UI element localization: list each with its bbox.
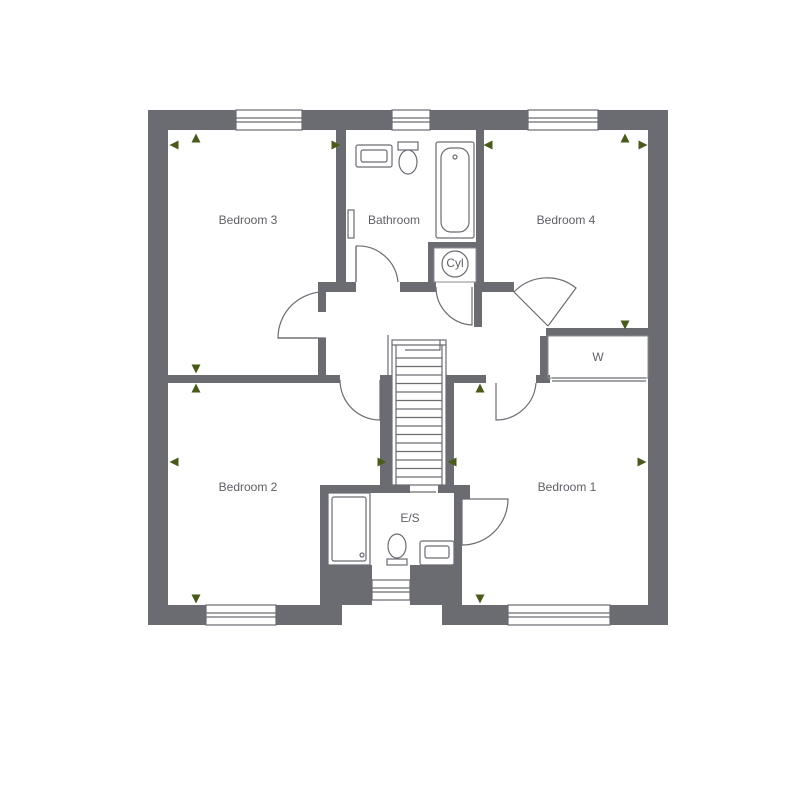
wardrobe bbox=[547, 335, 649, 382]
dimension-marker-icon bbox=[169, 457, 179, 467]
window-bedroom4 bbox=[527, 109, 599, 131]
dimension-marker-icon bbox=[191, 133, 201, 143]
bathroom-fixtures bbox=[347, 141, 475, 239]
windows bbox=[205, 109, 611, 626]
dimension-marker-icon bbox=[638, 140, 648, 150]
dimension-marker-icon bbox=[447, 457, 457, 467]
dimension-marker-icon bbox=[637, 457, 647, 467]
dimension-marker-icon bbox=[191, 594, 201, 604]
room-label-wardrobe: W bbox=[592, 350, 604, 364]
room-label-bedroom1: Bedroom 1 bbox=[538, 480, 597, 494]
dimension-marker-icon bbox=[169, 140, 179, 150]
towel-rail-icon bbox=[347, 209, 355, 239]
doors bbox=[277, 245, 577, 546]
window-bedroom2 bbox=[205, 604, 277, 626]
room-label-bathroom: Bathroom bbox=[368, 213, 420, 227]
room-label-cylinder: Cyl bbox=[446, 256, 463, 270]
cylinder-icon bbox=[441, 250, 469, 278]
room-label-bedroom3: Bedroom 3 bbox=[219, 213, 278, 227]
dimension-marker-icon bbox=[331, 140, 341, 150]
room-label-ensuite: E/S bbox=[400, 511, 419, 525]
window-bedroom3 bbox=[235, 109, 303, 131]
dimension-marker-icon bbox=[475, 383, 485, 393]
room-label-bedroom2: Bedroom 2 bbox=[219, 480, 278, 494]
dimension-markers bbox=[169, 133, 648, 604]
outer-walls bbox=[148, 110, 668, 625]
window-bathroom bbox=[391, 109, 431, 131]
dimension-marker-icon bbox=[377, 457, 387, 467]
window-ensuite bbox=[371, 579, 411, 601]
toilet-icon bbox=[397, 141, 419, 151]
room-label-bedroom4: Bedroom 4 bbox=[537, 213, 596, 227]
inner-walls bbox=[168, 130, 648, 499]
ensuite-fixtures bbox=[327, 492, 455, 566]
window-bedroom1 bbox=[507, 604, 611, 626]
toilet-icon bbox=[386, 558, 408, 566]
dimension-marker-icon bbox=[483, 140, 493, 150]
dimension-marker-icon bbox=[191, 364, 201, 374]
dimension-marker-icon bbox=[475, 594, 485, 604]
dimension-marker-icon bbox=[620, 320, 630, 330]
dimension-marker-icon bbox=[191, 383, 201, 393]
cylinder-cupboard bbox=[433, 247, 477, 283]
staircase bbox=[387, 335, 447, 493]
dimension-marker-icon bbox=[620, 133, 630, 143]
room-labels: Bedroom 3 Bathroom Bedroom 4 Cyl W Bedro… bbox=[219, 213, 605, 525]
